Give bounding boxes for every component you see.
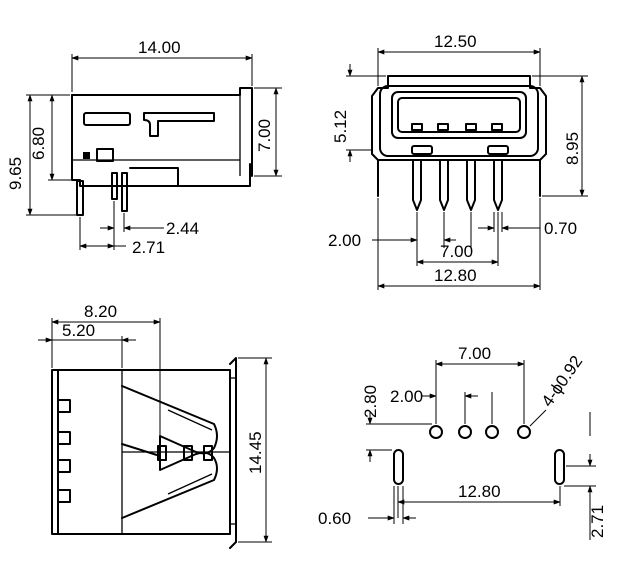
footprint-dimensions: 7.00 2.00 4-ϕ0.92 2.80 12.80 — [318, 344, 607, 540]
pin-hole — [485, 425, 499, 439]
dim-top-body-width: 14.45 — [246, 431, 265, 474]
dim-fp-pin-spacing: 2.00 — [390, 387, 423, 406]
dim-side-housing-height: 6.80 — [29, 127, 48, 160]
footprint-view: 7.00 2.00 4-ϕ0.92 2.80 12.80 — [318, 344, 607, 540]
dim-front-tab-span: 12.80 — [434, 266, 477, 285]
mount-slot-right — [554, 449, 565, 485]
dim-fp-slot-pitch: 2.71 — [588, 505, 607, 538]
dim-fp-slot-offset: 2.80 — [361, 385, 380, 418]
front-view-dimensions: 12.50 5.12 8.95 2.00 0.70 — [328, 32, 588, 290]
pin-hole — [458, 425, 472, 439]
top-view-body — [51, 357, 237, 549]
dim-front-pin-spacing: 2.00 — [328, 231, 361, 250]
top-view-dimensions: 8.20 5.20 14.45 — [38, 302, 272, 543]
dim-front-shell-height: 5.12 — [331, 110, 350, 143]
dim-fp-hole-callout: 4-ϕ0.92 — [538, 352, 587, 410]
side-view-body — [71, 87, 253, 216]
dim-side-length: 14.00 — [138, 38, 181, 57]
top-view: 8.20 5.20 14.45 — [38, 302, 272, 549]
dim-side-pin-offset: 2.44 — [166, 219, 199, 238]
side-view-dimensions: 14.00 9.65 6.80 7.00 2.44 2.71 — [6, 38, 282, 257]
dim-fp-pin-span: 7.00 — [458, 344, 491, 363]
side-view: 14.00 9.65 6.80 7.00 2.44 2.71 — [6, 38, 282, 257]
pin-hole — [517, 425, 531, 439]
dim-side-total-height: 9.65 — [6, 157, 25, 190]
dim-top-depth-b: 5.20 — [62, 321, 95, 340]
front-view-body — [371, 75, 547, 211]
pin-hole — [429, 425, 443, 439]
dim-front-shell-width: 12.50 — [434, 32, 477, 51]
mount-slot-left — [393, 449, 404, 485]
front-view: 12.50 5.12 8.95 2.00 0.70 — [328, 32, 588, 290]
dim-front-pin-width: 0.70 — [544, 219, 577, 238]
dim-front-overall-height: 8.95 — [563, 132, 582, 165]
dim-fp-slot-width: 0.60 — [318, 509, 351, 528]
dim-front-pin-span: 7.00 — [440, 242, 473, 261]
dim-top-depth-a: 8.20 — [84, 302, 117, 321]
dim-side-pin-pitch: 2.71 — [132, 238, 165, 257]
footprint-holes — [393, 425, 565, 485]
dim-fp-tab-span: 12.80 — [458, 482, 501, 501]
dim-side-front-height: 7.00 — [255, 119, 274, 152]
